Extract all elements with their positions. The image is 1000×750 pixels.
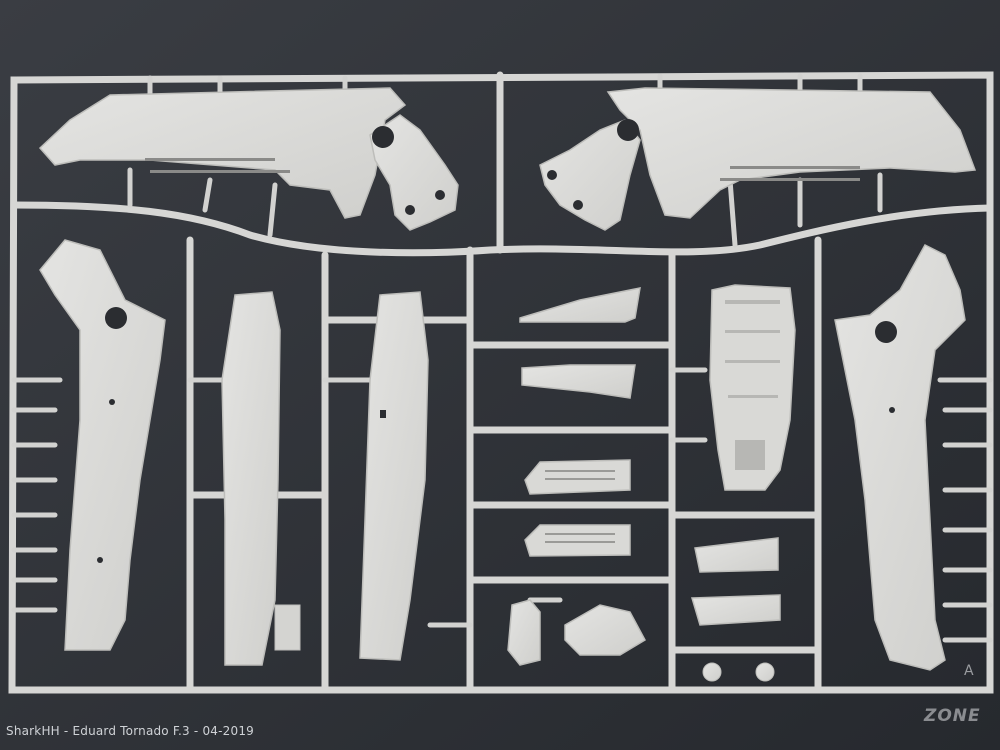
wing-right-slots bbox=[720, 166, 860, 181]
wing-left-upper bbox=[38, 87, 407, 219]
wing-left-slots bbox=[145, 158, 290, 173]
small-disc-2 bbox=[755, 662, 775, 682]
intake-long-right bbox=[359, 291, 429, 661]
pivot-bracket-left bbox=[369, 114, 459, 231]
vent-part-2 bbox=[524, 524, 631, 557]
pivot-bracket-right bbox=[539, 119, 641, 231]
wedge-part-1 bbox=[519, 287, 641, 323]
fitting-small bbox=[507, 599, 541, 666]
fuselage-half-left bbox=[39, 239, 166, 651]
vent-part-1 bbox=[524, 459, 631, 495]
cockpit-tub bbox=[709, 284, 796, 491]
pivot-hole-left bbox=[372, 126, 394, 148]
fuselage-hole-left bbox=[105, 307, 127, 329]
photo-caption: SharkHH - Eduard Tornado F.3 - 04-2019 bbox=[6, 724, 254, 738]
fuselage-hole-right bbox=[875, 321, 897, 343]
hatch-part bbox=[564, 604, 646, 656]
fuselage-half-right bbox=[834, 244, 966, 671]
intake-long-left bbox=[221, 291, 281, 666]
fin-part-1 bbox=[694, 537, 779, 573]
watermark-logo: ZONE bbox=[924, 706, 981, 726]
wedge-part-2 bbox=[521, 364, 636, 399]
pivot-hole-right bbox=[617, 119, 639, 141]
fin-part-2 bbox=[691, 594, 781, 626]
sprue-letter: A bbox=[964, 663, 974, 679]
wing-right-upper bbox=[606, 87, 977, 219]
small-disc-1 bbox=[702, 662, 722, 682]
